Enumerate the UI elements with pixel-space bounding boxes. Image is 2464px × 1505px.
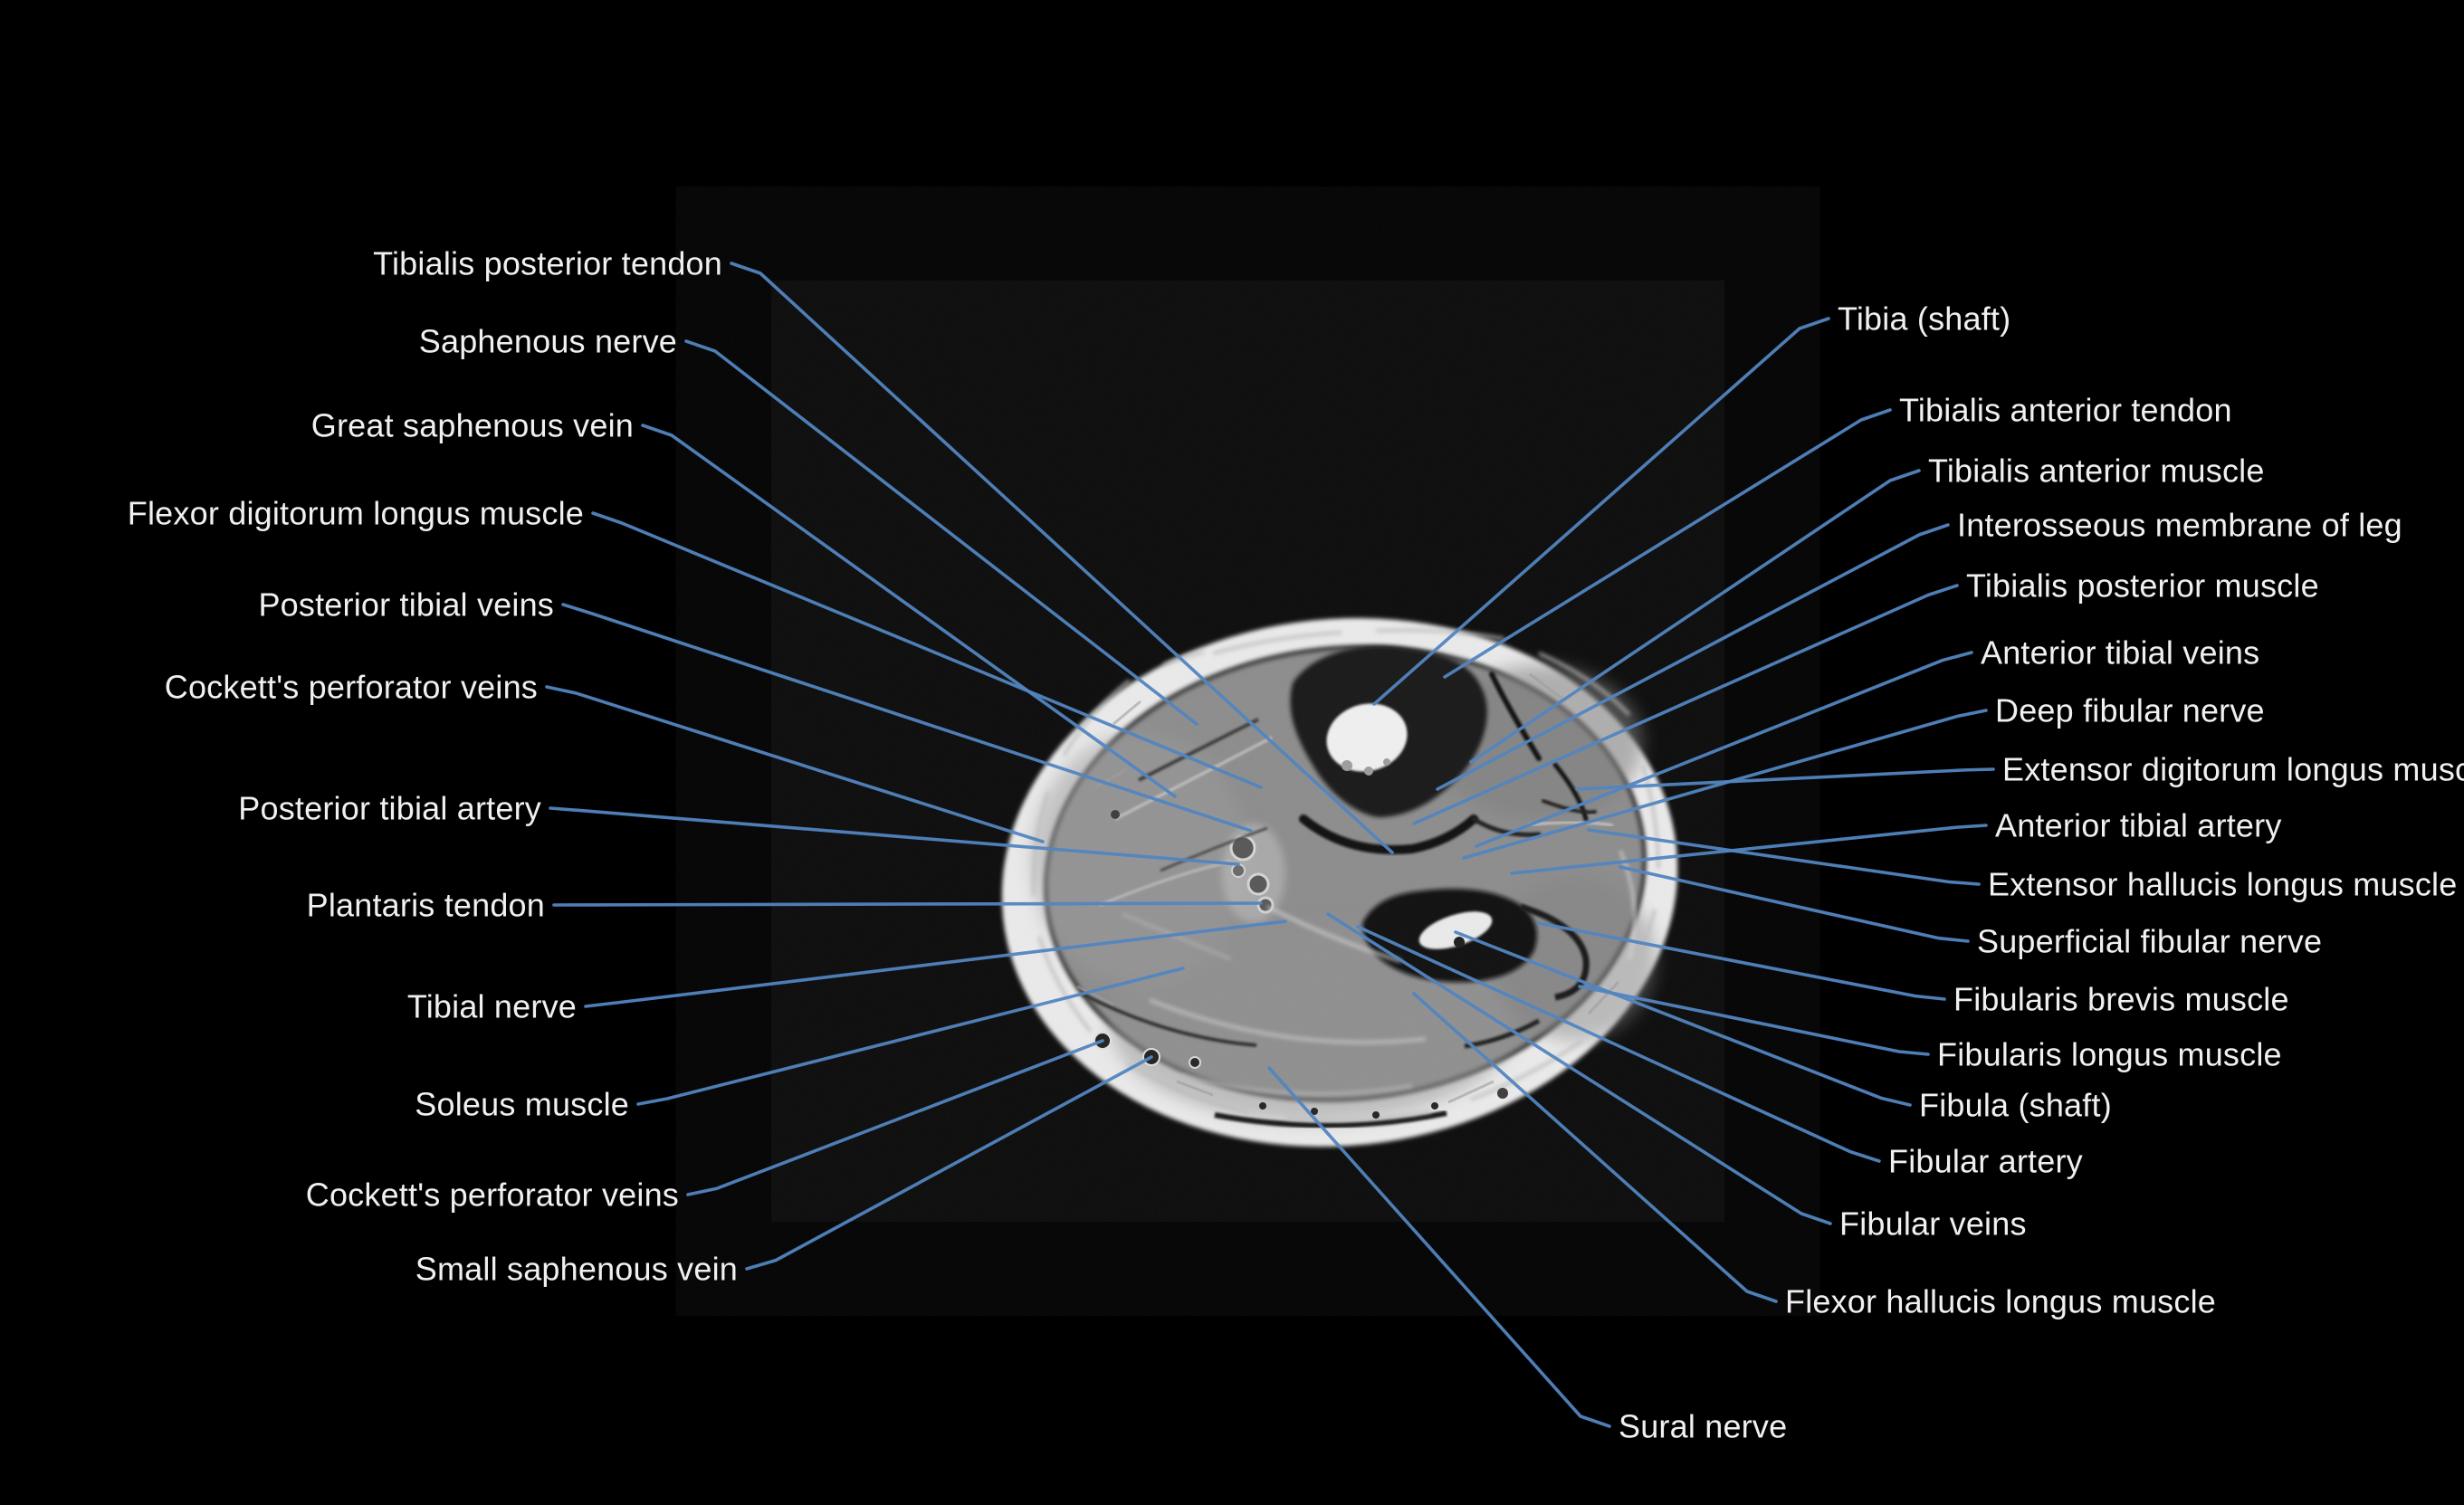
leader-tibia-shaft	[1372, 317, 1830, 706]
leader-fibula-shaft	[1454, 930, 1912, 1107]
leader-great-saphenous-vein	[641, 424, 1177, 798]
label-sural-nerve: Sural nerve	[1619, 1407, 1788, 1445]
leader-tibial-nerve	[584, 919, 1287, 1008]
label-fibular-veins: Fibular veins	[1839, 1205, 2027, 1243]
label-flexor-hallucis-longus-muscle: Flexor hallucis longus muscle	[1785, 1282, 2216, 1320]
leader-anterior-tibial-artery	[1510, 824, 1988, 875]
label-saphenous-nerve: Saphenous nerve	[418, 322, 677, 360]
label-anterior-tibial-veins: Anterior tibial veins	[1981, 633, 2260, 672]
leader-plantaris-tendon	[552, 901, 1263, 907]
label-posterior-tibial-artery: Posterior tibial artery	[238, 789, 541, 827]
label-interosseous-membrane-of-leg: Interosseous membrane of leg	[1957, 506, 2402, 544]
leader-extensor-digitorum-longus-muscle	[1575, 767, 1995, 791]
leader-saphenous-nerve	[684, 339, 1199, 726]
label-anterior-tibial-artery: Anterior tibial artery	[1995, 806, 2282, 844]
label-tibialis-anterior-muscle: Tibialis anterior muscle	[1928, 452, 2265, 490]
leader-tibialis-anterior-tendon	[1443, 408, 1892, 679]
leader-deep-fibular-nerve	[1462, 709, 1988, 860]
leader-fibular-veins	[1326, 912, 1832, 1225]
leader-sural-nerve	[1267, 1066, 1611, 1428]
leader-interosseous-membrane-of-leg	[1436, 523, 1950, 791]
label-great-saphenous-vein: Great saphenous vein	[310, 406, 634, 444]
leader-flexor-digitorum-longus-muscle	[591, 511, 1263, 789]
leader-extensor-hallucis-longus-muscle	[1587, 828, 1981, 886]
label-small-saphenous-vein: Small saphenous vein	[415, 1250, 738, 1288]
label-flexor-digitorum-longus-muscle: Flexor digitorum longus muscle	[127, 494, 584, 532]
leader-posterior-tibial-artery	[549, 806, 1240, 866]
leader-fibular-artery	[1356, 925, 1881, 1163]
label-posterior-tibial-veins: Posterior tibial veins	[258, 586, 554, 624]
label-cocketts-perforator-veins-upper: Cockett's perforator veins	[164, 668, 538, 706]
label-fibularis-brevis-muscle: Fibularis brevis muscle	[1953, 980, 2289, 1018]
label-tibia-shaft: Tibia (shaft)	[1838, 300, 2011, 338]
leader-anterior-tibial-veins	[1475, 651, 1973, 848]
label-deep-fibular-nerve: Deep fibular nerve	[1995, 691, 2265, 729]
label-extensor-hallucis-longus-muscle: Extensor hallucis longus muscle	[1988, 865, 2458, 903]
label-tibial-nerve: Tibial nerve	[406, 987, 577, 1025]
label-extensor-digitorum-longus-muscle: Extensor digitorum longus muscle	[2002, 750, 2464, 788]
label-tibialis-anterior-tendon: Tibialis anterior tendon	[1899, 391, 2232, 429]
leader-posterior-tibial-veins	[561, 603, 1253, 833]
label-tibialis-posterior-tendon: Tibialis posterior tendon	[373, 244, 722, 282]
label-fibularis-longus-muscle: Fibularis longus muscle	[1937, 1035, 2282, 1073]
label-soleus-muscle: Soleus muscle	[415, 1085, 629, 1123]
label-cocketts-perforator-veins-lower: Cockett's perforator veins	[305, 1176, 679, 1214]
leader-fibularis-brevis-muscle	[1537, 921, 1946, 1001]
leader-fibularis-longus-muscle	[1578, 985, 1930, 1056]
leader-tibialis-anterior-muscle	[1469, 469, 1921, 764]
leader-small-saphenous-vein	[745, 1055, 1153, 1271]
leader-superficial-fibular-nerve	[1619, 865, 1970, 943]
label-superficial-fibular-nerve: Superficial fibular nerve	[1977, 922, 2323, 960]
label-tibialis-posterior-muscle: Tibialis posterior muscle	[1966, 567, 2319, 605]
label-plantaris-tendon: Plantaris tendon	[306, 886, 545, 924]
leader-flexor-hallucis-longus-muscle	[1412, 992, 1778, 1303]
leader-cocketts-perforator-veins-lower	[686, 1039, 1104, 1196]
leader-tibialis-posterior-tendon	[730, 262, 1394, 854]
label-fibula-shaft: Fibula (shaft)	[1919, 1086, 2112, 1124]
leader-cocketts-perforator-veins-upper	[545, 685, 1045, 843]
leader-soleus-muscle	[636, 967, 1185, 1106]
label-fibular-artery: Fibular artery	[1888, 1142, 2083, 1180]
leader-tibialis-posterior-muscle	[1412, 584, 1959, 825]
